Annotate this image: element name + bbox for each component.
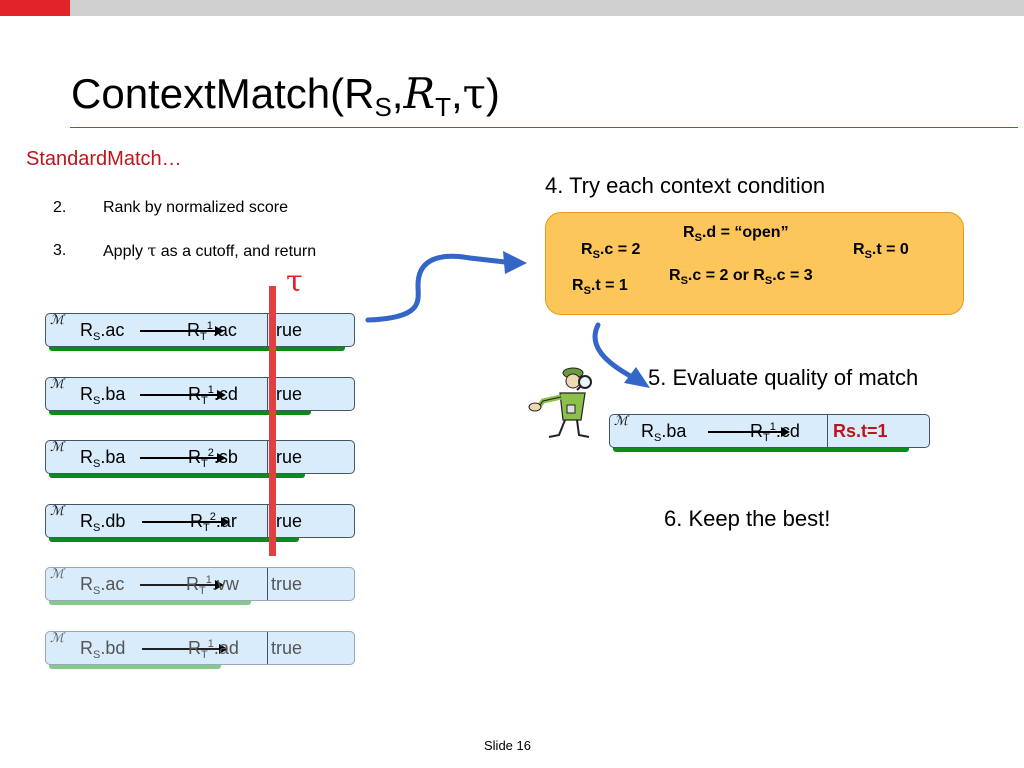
step-5-heading: 5. Evaluate quality of match (648, 365, 919, 390)
mapping-arrow-icon (140, 580, 224, 590)
match-card: ℳ RS.ba RT2.sb true (45, 440, 355, 478)
match-icon: ℳ (50, 440, 64, 455)
detective-icon (528, 367, 592, 438)
condition-value: true (271, 447, 303, 467)
mapping-arrow-icon (140, 453, 226, 463)
context-conditions-box: RS.d = “open” RS.c = 2 RS.t = 0 RS.c = 2… (545, 212, 964, 315)
condition-d-open: RS.d = “open” (683, 224, 789, 244)
cutoff-tau-label: τ (286, 264, 303, 299)
evaluated-match-card: ℳ RS.ba RT1.cd Rs.t=1 (609, 414, 930, 452)
match-icon: ℳ (50, 313, 64, 328)
value-separator (827, 415, 828, 447)
match-box: ℳ RS.bd RT1.ad true (45, 631, 355, 665)
title-divider (70, 127, 1018, 128)
mapping-arrow-icon (708, 427, 790, 437)
match-box: ℳ RS.ac RT1.ac true (45, 313, 355, 347)
header-accent-bar (0, 0, 70, 16)
match-box: ℳ RS.ba RT1.cd true (45, 377, 355, 411)
source-attribute: RS.ba (80, 384, 126, 407)
flow-arrowhead (503, 251, 527, 274)
match-box: ℳ RS.ba RT2.sb true (45, 440, 355, 474)
slide-title: ContextMatch(RS,RT,τ) (71, 69, 500, 122)
mapping-arrow-icon (140, 390, 226, 400)
target-attribute: RT1.vw (186, 574, 239, 597)
target-attribute: RT1.cd (188, 384, 238, 407)
match-card: ℳ RS.ba RT1.cd true (45, 377, 355, 415)
target-attribute: RT1.ac (187, 320, 237, 343)
flow-arrow-to-evaluate (592, 322, 637, 381)
step-6-heading: 6. Keep the best! (664, 506, 831, 531)
cutoff-line (269, 286, 276, 556)
target-attribute: RT2.sb (188, 447, 238, 470)
match-box: ℳ RS.ac RT1.vw true (45, 567, 355, 601)
condition-c-2-or-3: RS.c = 2 or RS.c = 3 (669, 267, 813, 287)
value-separator (267, 505, 268, 537)
condition-t-0: RS.t = 0 (853, 241, 909, 261)
condition-t-1: RS.t = 1 (572, 277, 628, 297)
match-icon: ℳ (614, 414, 628, 429)
mapping-arrow-icon (140, 326, 224, 336)
condition-c-2: RS.c = 2 (581, 241, 641, 261)
step-text: Apply τ as a cutoff, and return (103, 241, 317, 260)
match-card: ℳ RS.bd RT1.ad true (45, 631, 355, 669)
source-attribute: RS.ac (80, 574, 125, 597)
match-card: ℳ RS.ac RT1.vw true (45, 567, 355, 605)
slide-number: Slide 16 (484, 738, 531, 753)
match-icon: ℳ (50, 504, 64, 519)
source-attribute: RS.ba (641, 421, 687, 444)
section-heading: StandardMatch… (26, 148, 182, 170)
value-separator (267, 568, 268, 600)
value-separator (267, 441, 268, 473)
match-card: ℳ RS.ac RT1.ac true (45, 313, 355, 351)
source-attribute: RS.ac (80, 320, 125, 343)
value-separator (267, 632, 268, 664)
match-box: ℳ RS.db RT2.ar true (45, 504, 355, 538)
condition-value: true (271, 574, 303, 594)
match-card: ℳ RS.db RT2.ar true (45, 504, 355, 542)
match-box: ℳ RS.ba RT1.cd Rs.t=1 (609, 414, 930, 448)
source-attribute: RS.bd (80, 638, 126, 661)
step-text: Rank by normalized score (103, 199, 288, 216)
target-attribute: RT1.cd (750, 421, 800, 444)
target-attribute: RT1.ad (188, 638, 239, 661)
flow-arrow-to-conditions (365, 253, 508, 323)
match-icon: ℳ (50, 567, 64, 582)
source-attribute: RS.db (80, 511, 126, 534)
step-4-heading: 4. Try each context condition (545, 173, 826, 198)
match-icon: ℳ (50, 631, 64, 646)
source-attribute: RS.ba (80, 447, 126, 470)
target-attribute: RT2.ar (190, 511, 237, 534)
step-number: 3. (53, 242, 67, 259)
match-icon: ℳ (50, 377, 64, 392)
value-separator (267, 314, 268, 346)
context-value: Rs.t=1 (833, 421, 888, 441)
condition-value: true (271, 511, 303, 531)
mapping-arrow-icon (142, 517, 230, 527)
condition-value: true (271, 384, 303, 404)
condition-value: true (271, 638, 303, 658)
condition-value: true (271, 320, 303, 340)
header-gray-bar (70, 0, 1024, 16)
step-number: 2. (53, 199, 67, 216)
value-separator (267, 378, 268, 410)
flow-arrowhead (624, 367, 650, 388)
mapping-arrow-icon (142, 644, 228, 654)
